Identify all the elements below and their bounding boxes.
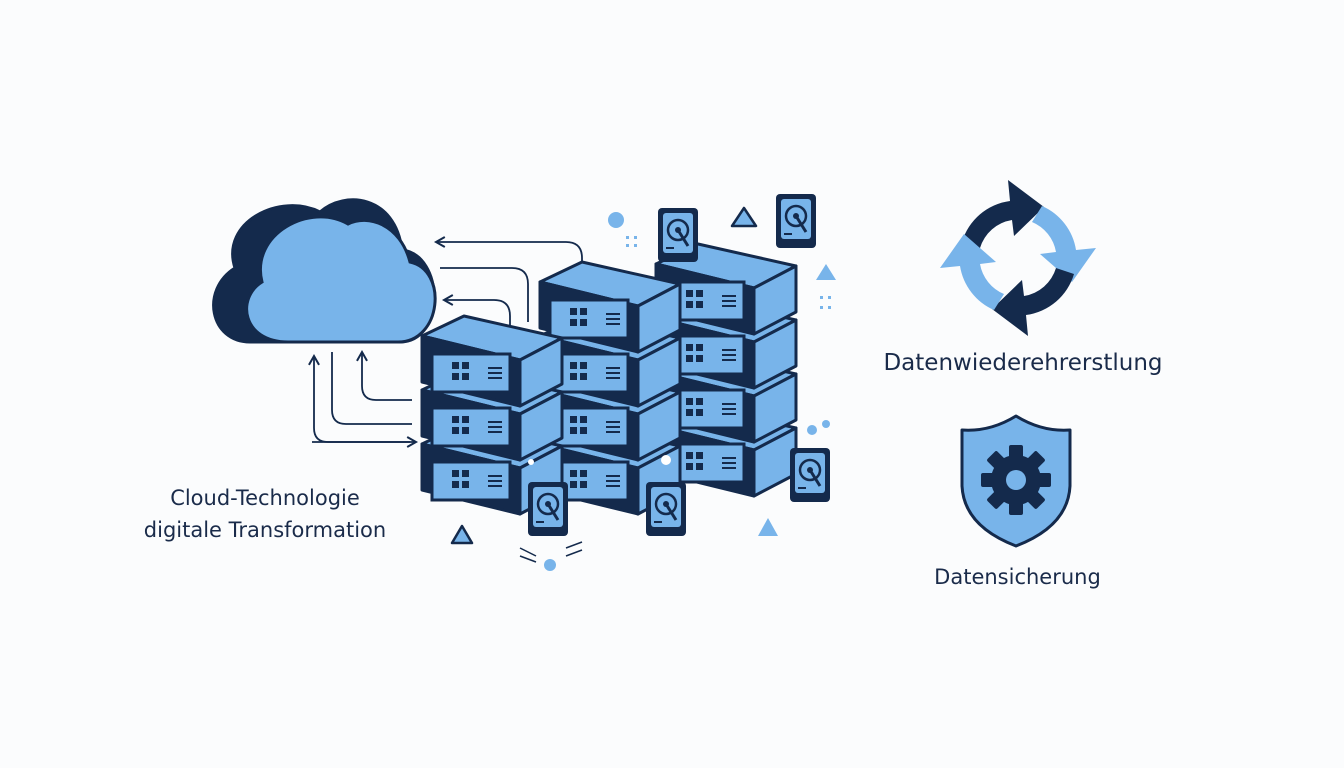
cloud-caption: Cloud-Technologie digitale Transformatio… — [120, 482, 410, 546]
recovery-caption: Datenwiederehrerstlung — [883, 350, 1163, 376]
dot-icon — [661, 455, 671, 465]
dot-icon — [807, 425, 817, 435]
dot-icon — [528, 459, 534, 465]
triangle-icon — [450, 524, 474, 545]
hard-drive-icon — [774, 192, 818, 250]
cloud-caption-line1: Cloud-Technologie — [170, 486, 360, 510]
dot-icon — [608, 212, 624, 228]
hard-drive-icon — [656, 206, 700, 264]
hard-drive-icon — [644, 480, 688, 538]
triangle-icon — [730, 206, 758, 228]
cloud-icon — [212, 198, 437, 344]
shield-gear-icon — [960, 414, 1072, 548]
connector-arrows — [308, 236, 583, 448]
hard-drive-icon — [526, 480, 570, 538]
decorations — [450, 206, 836, 571]
dot-icon — [822, 420, 830, 428]
sync-arrows-icon — [940, 180, 1096, 336]
triangle-icon — [758, 518, 778, 536]
backup-caption: Datensicherung — [934, 565, 1101, 589]
dot-icon — [544, 559, 556, 571]
cloud-caption-line2: digitale Transformation — [143, 518, 387, 542]
triangle-icon — [816, 264, 836, 280]
hard-drive-icon — [788, 446, 832, 504]
